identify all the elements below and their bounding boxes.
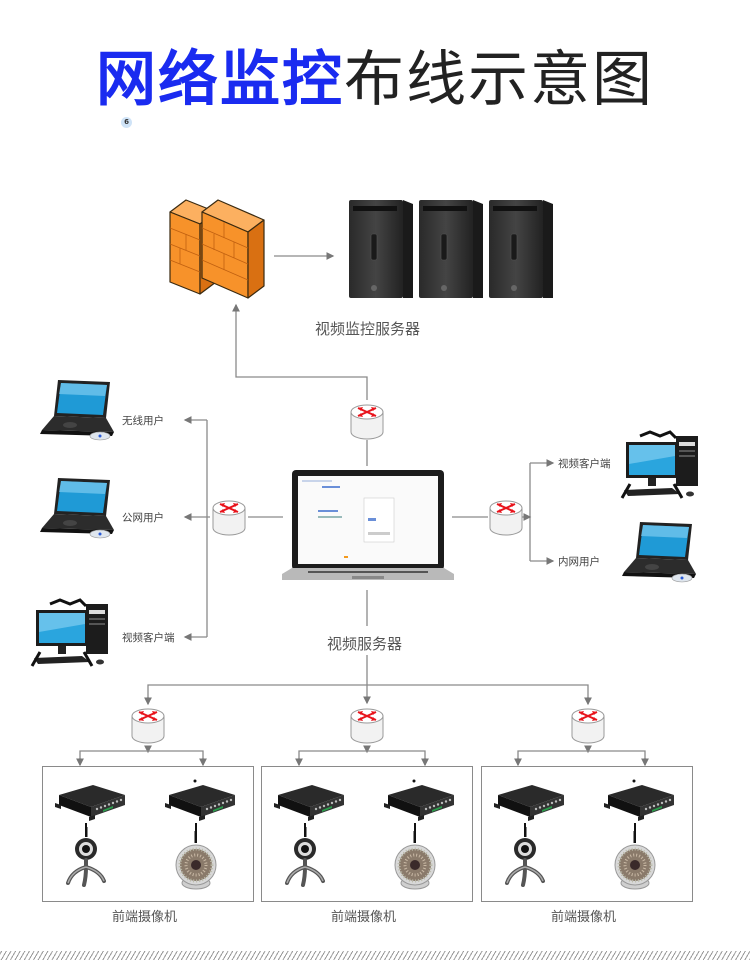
page-title: 网络监控布线示意图 <box>0 44 750 116</box>
title-rest: 布线示意图 <box>344 45 654 115</box>
camera-group-box <box>42 766 254 902</box>
line-router-firewall <box>232 303 368 400</box>
encoder-box-icon <box>163 779 237 827</box>
line-bottom-trunk <box>147 684 589 703</box>
router-icon <box>130 708 166 750</box>
router-icon <box>211 500 247 542</box>
webcam-icon <box>281 827 329 891</box>
desktop-pc-icon <box>620 430 704 506</box>
webcam-icon <box>62 827 110 891</box>
router-left <box>211 498 247 542</box>
page-badge: 6 <box>121 117 132 128</box>
group3-lines <box>514 745 649 767</box>
camera-group-box <box>261 766 473 902</box>
camera-group-box <box>481 766 693 902</box>
camera-group-label: 前端摄像机 <box>112 910 178 925</box>
right-client-label: 内网用户 <box>558 556 600 568</box>
encoder-box-icon <box>53 779 127 827</box>
encoder-box-icon <box>382 779 456 827</box>
group2-lines <box>295 745 429 767</box>
router-top <box>349 402 385 446</box>
router-group-1 <box>130 706 166 750</box>
router-group-2 <box>349 706 385 750</box>
encoder-box-icon <box>272 779 346 827</box>
tower-server-icon <box>349 200 553 298</box>
router-icon <box>488 500 524 542</box>
ir-camera-icon <box>391 831 439 895</box>
firewall-icon <box>169 199 265 299</box>
ir-camera-icon <box>172 831 220 895</box>
laptop-icon <box>618 520 698 588</box>
cable <box>195 823 197 835</box>
encoder-box-icon <box>492 779 566 827</box>
laptop-icon <box>36 378 116 446</box>
video-server-label: 视频服务器 <box>327 635 403 653</box>
server-cluster <box>347 196 559 306</box>
webcam-icon <box>501 827 549 891</box>
ir-camera-icon <box>611 831 659 895</box>
left-client-label: 无线用户 <box>122 415 164 427</box>
right-client-label: 视频客户端 <box>558 458 611 470</box>
footer-stripes <box>0 951 750 960</box>
left-client-label: 视频客户端 <box>122 632 175 644</box>
title-highlight: 网络监控 <box>96 45 344 115</box>
server-cluster-label: 视频监控服务器 <box>315 320 421 338</box>
desktop-pc-icon <box>30 598 114 674</box>
cable <box>634 823 636 835</box>
camera-group-label: 前端摄像机 <box>551 910 617 925</box>
laptop-icon <box>36 476 116 544</box>
cable <box>414 823 416 835</box>
video-server-laptop-icon <box>282 470 454 580</box>
router-icon <box>570 708 606 750</box>
router-right <box>488 498 524 542</box>
router-icon <box>349 708 385 750</box>
group1-lines <box>76 745 207 767</box>
left-client-label: 公网用户 <box>122 512 164 524</box>
router-group-3 <box>570 706 606 750</box>
encoder-box-icon <box>602 779 676 827</box>
camera-group-label: 前端摄像机 <box>331 910 397 925</box>
router-icon <box>349 404 385 446</box>
